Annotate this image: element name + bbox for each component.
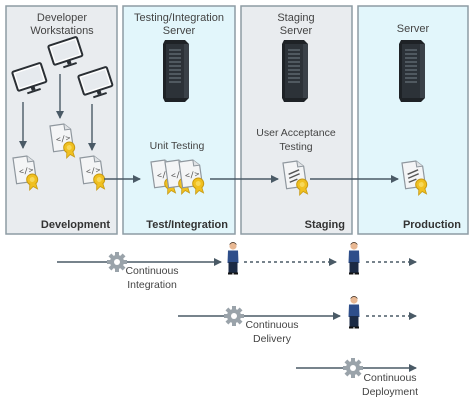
person-icon bbox=[348, 296, 360, 329]
server-rack-icon bbox=[281, 39, 309, 103]
server-rack-icon bbox=[162, 39, 190, 103]
server-rack-icon bbox=[398, 39, 426, 103]
ci-label-line1: Continuous bbox=[125, 265, 178, 277]
cdep-label-line1: Continuous bbox=[363, 372, 416, 384]
gear-icon bbox=[343, 358, 363, 378]
cdep-label-line2: Deployment bbox=[362, 386, 418, 398]
cd-label-line2: Delivery bbox=[253, 333, 292, 345]
lane-footer-production: Production bbox=[403, 219, 461, 231]
lane-title-test-2: Server bbox=[163, 25, 196, 37]
person-icon bbox=[227, 242, 239, 275]
lane-title-production: Server bbox=[397, 23, 430, 35]
uat-label-line2: Testing bbox=[279, 141, 312, 153]
lane-footer-staging: Staging bbox=[305, 219, 345, 231]
lane-title-test-1: Testing/Integration bbox=[134, 12, 224, 24]
gear-icon bbox=[224, 306, 244, 326]
lane-title-staging-2: Server bbox=[280, 25, 313, 37]
gear-icon bbox=[107, 252, 127, 272]
lane-title-development-1: Developer bbox=[37, 12, 87, 24]
lane-title-development-2: Workstations bbox=[30, 25, 94, 37]
ci-label-line2: Integration bbox=[127, 279, 177, 291]
uat-label-line1: User Acceptance bbox=[256, 127, 336, 139]
cd-label-line1: Continuous bbox=[245, 319, 298, 331]
unit-testing-label: Unit Testing bbox=[150, 140, 205, 152]
lane-footer-test-integration: Test/Integration bbox=[146, 219, 228, 231]
person-icon bbox=[348, 242, 360, 275]
lane-footer-development: Development bbox=[41, 219, 110, 231]
lane-title-staging-1: Staging bbox=[277, 12, 314, 24]
